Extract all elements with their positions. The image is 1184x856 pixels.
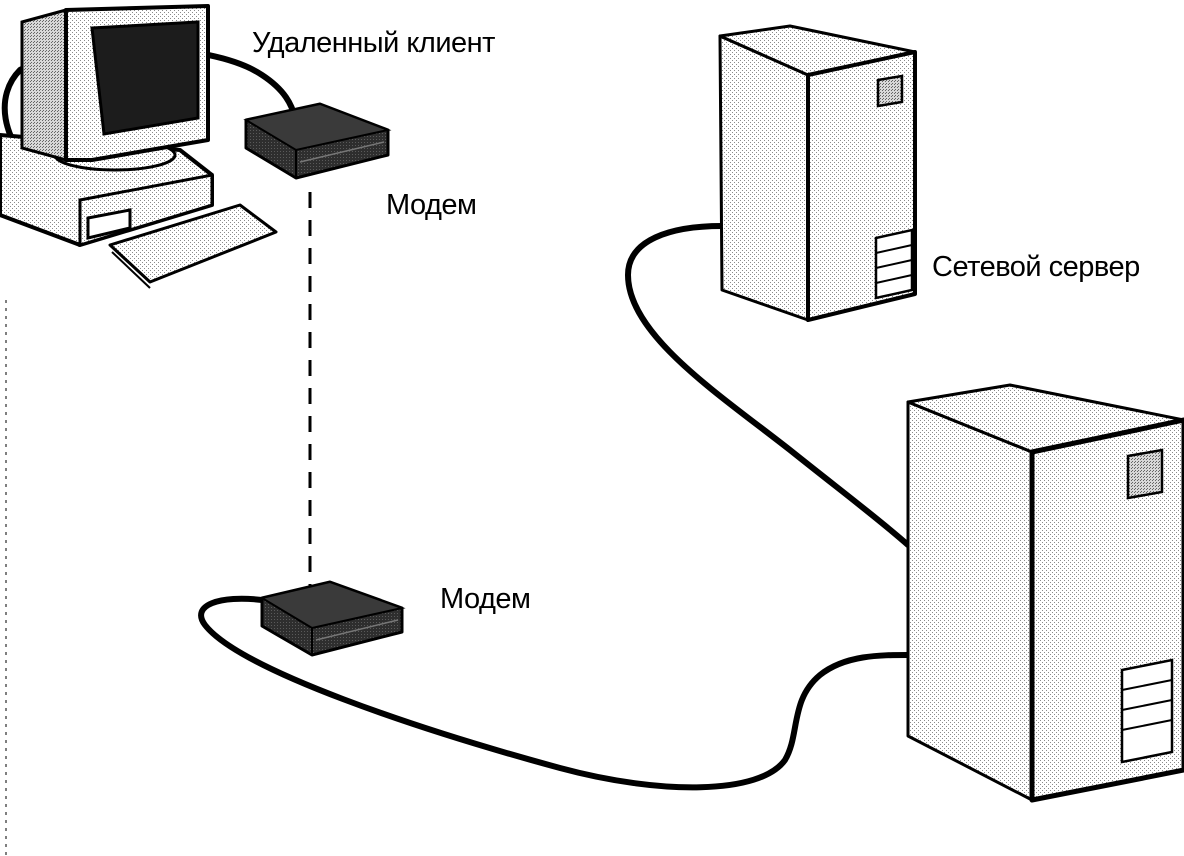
label-network-server: Сетевой сервер: [932, 251, 1140, 283]
label-modem-bottom: Модем: [440, 583, 530, 615]
cable-modem-server: [198, 595, 911, 791]
remote-client-computer: [0, 4, 278, 289]
second-server-tower: [906, 383, 1184, 803]
modem-top-device: [243, 102, 392, 180]
label-modem-top: Модем: [386, 189, 476, 221]
cable-server-server: [624, 223, 911, 548]
network-server-tower: [718, 24, 917, 322]
modem-bottom-device: [259, 580, 406, 657]
label-remote-client: Удаленный клиент: [252, 27, 495, 59]
